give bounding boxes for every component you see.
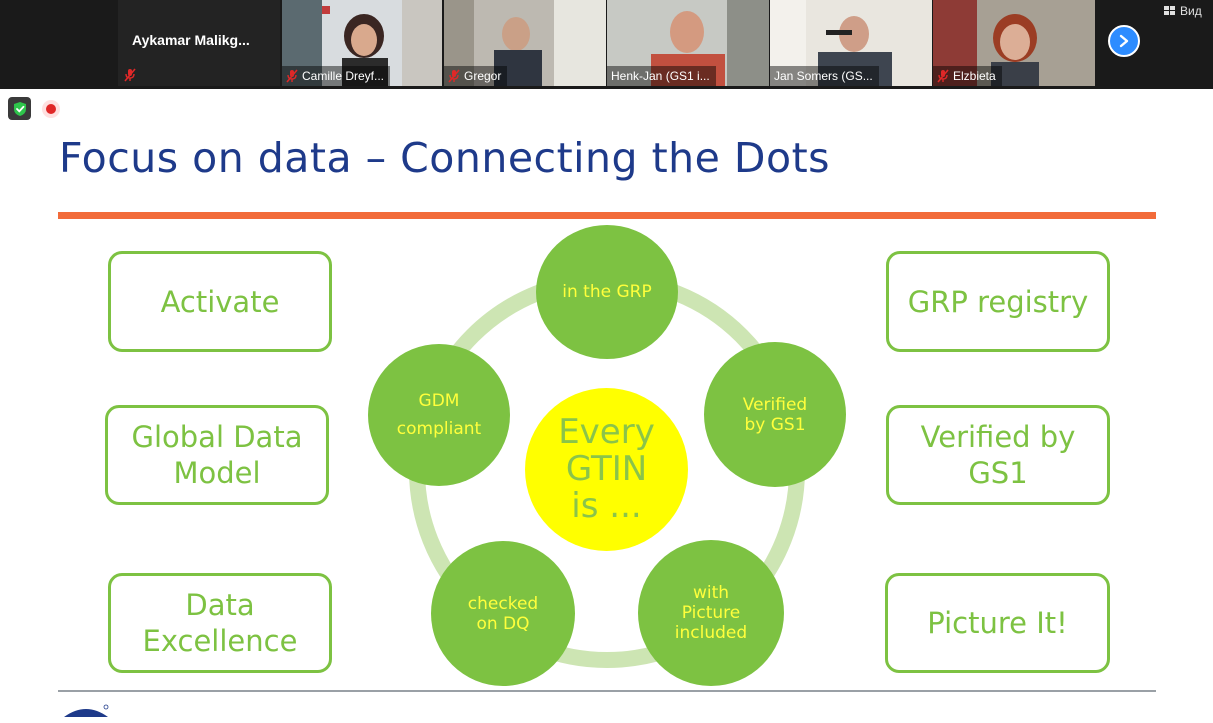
circle-in-the-grp: in the GRP	[536, 225, 678, 359]
record-dot-icon	[46, 104, 56, 114]
participant-name: Gregor	[464, 69, 502, 83]
circle-with-picture-included: with Picture included	[638, 540, 784, 686]
video-feed	[444, 0, 606, 86]
participant-name: Jan Somers (GS...	[774, 69, 873, 83]
mic-muted-icon	[286, 69, 298, 83]
participant-name: Henk-Jan (GS1 i...	[611, 69, 710, 83]
next-page-button[interactable]	[1108, 25, 1140, 57]
participant-name: Camille Dreyf...	[302, 69, 385, 83]
participant-tile[interactable]: Henk-Jan (GS1 i...	[607, 0, 769, 86]
mic-muted-icon	[448, 69, 460, 83]
left-box-global-data-model: Global Data Model	[105, 405, 329, 505]
mic-muted-icon	[124, 68, 136, 82]
shield-check-icon	[13, 101, 26, 116]
left-box-data-excellence: Data Excellence	[108, 573, 332, 673]
mic-muted-icon	[937, 69, 949, 83]
right-box-picture-it: Picture It!	[885, 573, 1110, 673]
participant-name: Elzbieta	[953, 69, 996, 83]
chevron-right-icon	[1119, 34, 1129, 48]
slide-title: Focus on data – Connecting the Dots	[59, 134, 831, 182]
video-feed	[770, 0, 932, 86]
participant-tile[interactable]: Gregor	[444, 0, 606, 86]
participant-label: Camille Dreyf...	[282, 66, 391, 86]
right-box-grp-registry: GRP registry	[886, 251, 1110, 352]
footer-divider	[58, 690, 1156, 692]
participant-strip: Aykamar Malikg... Camille Dreyf...	[0, 0, 1213, 89]
title-divider	[58, 212, 1156, 219]
video-feed	[933, 0, 1095, 86]
gs1-logo-icon	[64, 704, 109, 717]
circle-checked-on-dq: checked on DQ	[431, 541, 575, 686]
video-feed	[282, 0, 442, 86]
circle-gdm-compliant: GDM compliant	[368, 344, 510, 486]
participant-tile-active-speaker[interactable]: Jan Somers (GS...	[770, 0, 932, 86]
video-feed	[607, 0, 769, 86]
view-button[interactable]: Вид	[1164, 4, 1202, 18]
right-box-verified-by-gs1: Verified by GS1	[886, 405, 1110, 505]
participant-label: Gregor	[444, 66, 508, 86]
center-every-gtin: Every GTIN is ...	[525, 388, 688, 551]
participant-tile[interactable]: Camille Dreyf...	[282, 0, 442, 86]
participant-label: Jan Somers (GS...	[770, 66, 879, 86]
view-label: Вид	[1180, 4, 1202, 18]
participant-name: Aykamar Malikg...	[132, 32, 250, 48]
recording-indicator[interactable]	[42, 100, 60, 118]
participant-label: Henk-Jan (GS1 i...	[607, 66, 716, 86]
participant-label: Elzbieta	[933, 66, 1002, 86]
circle-verified-by-gs1: Verified by GS1	[704, 342, 846, 487]
left-box-activate: Activate	[108, 251, 332, 352]
grid-view-icon	[1164, 5, 1175, 15]
security-shield-button[interactable]	[8, 97, 31, 120]
participant-tile[interactable]: Elzbieta	[933, 0, 1095, 86]
participant-tile[interactable]: Aykamar Malikg...	[118, 0, 280, 86]
